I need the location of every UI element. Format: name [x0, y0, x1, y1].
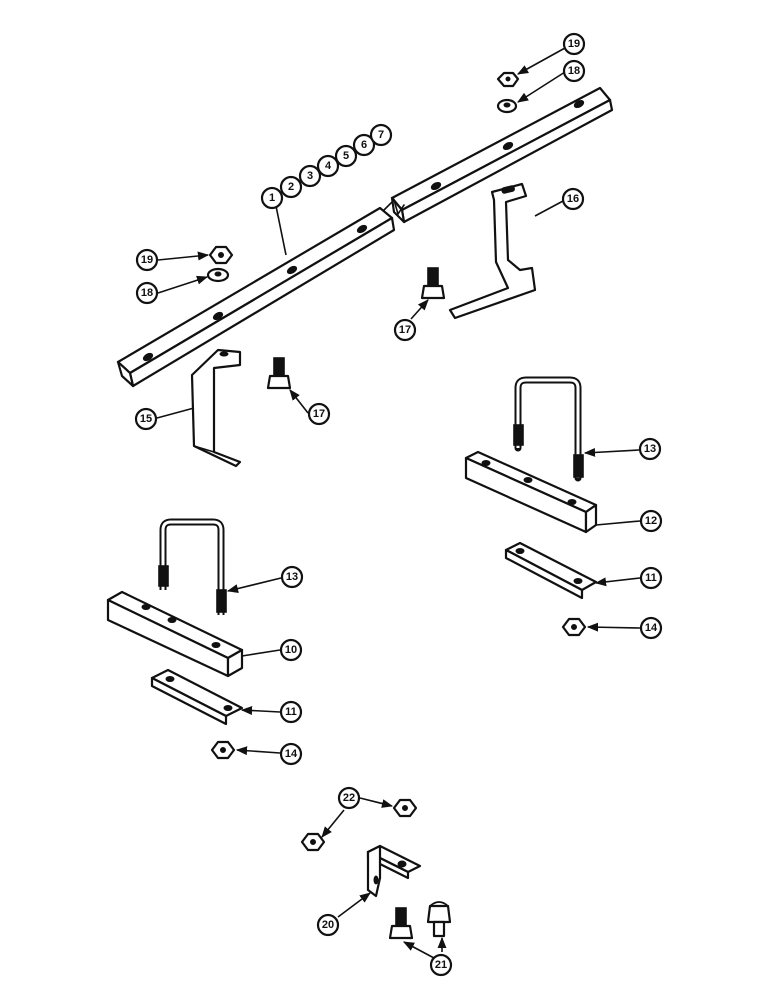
bracket-15: [190, 348, 242, 468]
u-bolt-right: [513, 376, 584, 482]
callout-label: 22: [343, 792, 355, 804]
callout-label: 20: [322, 919, 334, 931]
callout-18-top-right: 18: [562, 59, 586, 83]
callout-label: 12: [645, 515, 657, 527]
callout-label: 13: [644, 443, 656, 455]
callout-13-right: 13: [638, 437, 662, 461]
bolt-upper: [420, 267, 446, 300]
washer-left: [206, 267, 230, 283]
callout-label: 4: [325, 160, 332, 172]
callout-label: 19: [141, 254, 153, 266]
bolt-lower: [266, 357, 292, 390]
callout-label: 16: [567, 193, 579, 205]
channel-bar-left: [116, 206, 396, 388]
nut-22-upper: [392, 798, 418, 818]
callout-6: 6: [352, 133, 376, 157]
nut-right: [561, 617, 587, 637]
nut-top-right: [496, 71, 520, 88]
callout-4: 4: [316, 154, 340, 178]
callout-label: 1: [269, 192, 275, 204]
callout-11-left: 11: [279, 700, 303, 724]
callout-label: 3: [307, 170, 313, 182]
callout-label: 17: [313, 408, 325, 420]
callout-label: 21: [435, 959, 447, 971]
callout-label: 14: [285, 748, 298, 760]
callout-22: 22: [337, 786, 361, 810]
channel-bar-right: [383, 86, 614, 224]
callout-17-lower: 17: [307, 402, 331, 426]
u-bolt-left: [158, 518, 227, 615]
callout-18-left: 18: [135, 281, 159, 305]
shovel-bracket: [448, 182, 537, 320]
callout-label: 15: [140, 413, 152, 425]
callout-1: 1: [260, 186, 284, 210]
nut-left-lower: [210, 740, 236, 760]
callout-19-left: 19: [135, 248, 159, 272]
callout-label: 7: [378, 129, 384, 141]
callout-14-right: 14: [639, 616, 663, 640]
callout-16: 16: [561, 187, 585, 211]
callout-15: 15: [134, 407, 158, 431]
leader-lines: [156, 47, 641, 959]
callout-20: 20: [316, 913, 340, 937]
flat-plate-left: [150, 668, 244, 726]
callout-17-upper: 17: [393, 318, 417, 342]
angle-plate-left: [106, 590, 244, 678]
callout-label: 2: [288, 181, 294, 193]
callout-5: 5: [334, 144, 358, 168]
angle-bracket-20: [366, 844, 422, 898]
callout-19-top-right: 19: [562, 32, 586, 56]
flat-plate-right: [504, 541, 598, 600]
callout-label: 6: [361, 139, 367, 151]
callout-13-left: 13: [280, 565, 304, 589]
nut-22-lower: [300, 832, 326, 852]
bolt-21-right: [426, 901, 452, 938]
callout-21: 21: [429, 953, 453, 977]
washer-top-right: [496, 98, 518, 114]
callout-7: 7: [369, 123, 393, 147]
callout-label: 10: [285, 644, 297, 656]
callout-label: 18: [141, 287, 153, 299]
callout-label: 17: [399, 324, 411, 336]
callout-14-left: 14: [279, 742, 303, 766]
callout-3: 3: [298, 164, 322, 188]
callout-11-right: 11: [639, 566, 663, 590]
callout-label: 11: [645, 572, 657, 584]
bolt-21-left: [388, 907, 414, 940]
callout-label: 5: [343, 150, 349, 162]
callout-label: 18: [568, 65, 580, 77]
callout-label: 13: [286, 571, 298, 583]
nut-left: [208, 245, 234, 265]
callout-10: 10: [279, 638, 303, 662]
callout-12: 12: [639, 509, 663, 533]
callout-label: 19: [568, 38, 580, 50]
callout-label: 14: [645, 622, 658, 634]
callout-2: 2: [279, 175, 303, 199]
callout-label: 11: [285, 706, 297, 718]
